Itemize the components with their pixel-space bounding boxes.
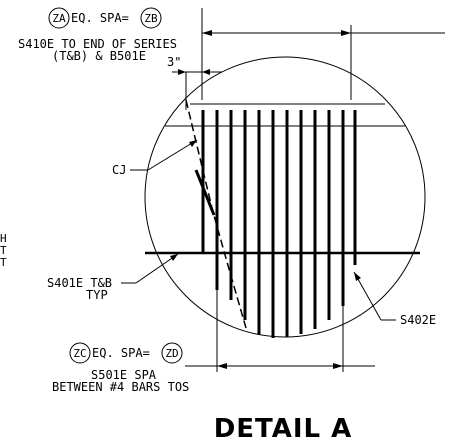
bottom-note-line-2: BETWEEN #4 BARS TOS: [52, 380, 189, 394]
s401e-leader: [135, 253, 179, 284]
bottom-eq-spa-label: EQ. SPA=: [92, 346, 150, 360]
s401e-arrow: [170, 254, 178, 261]
cj-leader: [147, 139, 198, 171]
bubble-za-label: ZA: [52, 12, 66, 25]
s401e-typ-label: TYP: [86, 288, 108, 302]
top-eq-spa-label: EQ. SPA=: [71, 11, 129, 25]
s401e-label: S401E T&B: [47, 276, 112, 290]
s402e-arrow: [354, 272, 361, 281]
cj-label: CJ: [112, 163, 126, 177]
top-dimension: [201, 8, 445, 100]
bubble-za: [48, 7, 70, 29]
three-inch-label: 3": [167, 55, 181, 69]
top-note-line-1: S410E TO END OF SERIES: [18, 37, 177, 51]
s402e-leader: [353, 271, 382, 321]
bubble-zb-label: ZB: [144, 12, 158, 25]
cj-arrow: [189, 140, 197, 147]
three-inch-dimension: [172, 69, 222, 110]
edge-char-3: T: [0, 256, 7, 269]
edge-char-1: H: [0, 232, 7, 245]
top-note-line-2: (T&B) & B501E: [52, 49, 146, 63]
bottom-dimension: [185, 290, 375, 372]
edge-char-2: T: [0, 244, 7, 257]
bubble-zd: [161, 342, 183, 364]
detail-title: DETAIL A: [214, 414, 353, 443]
bottom-note-line-1: S501E SPA: [91, 368, 157, 382]
bubble-zd-label: ZD: [165, 347, 178, 360]
construction-joint-bar: [194, 169, 216, 216]
bubble-zc: [69, 342, 91, 364]
detail-circle: [144, 56, 426, 338]
s402e-label: S402E: [400, 313, 436, 327]
bubble-zc-label: ZC: [73, 347, 86, 360]
vertical-bars: [201, 110, 357, 338]
bubble-zb: [140, 7, 162, 29]
